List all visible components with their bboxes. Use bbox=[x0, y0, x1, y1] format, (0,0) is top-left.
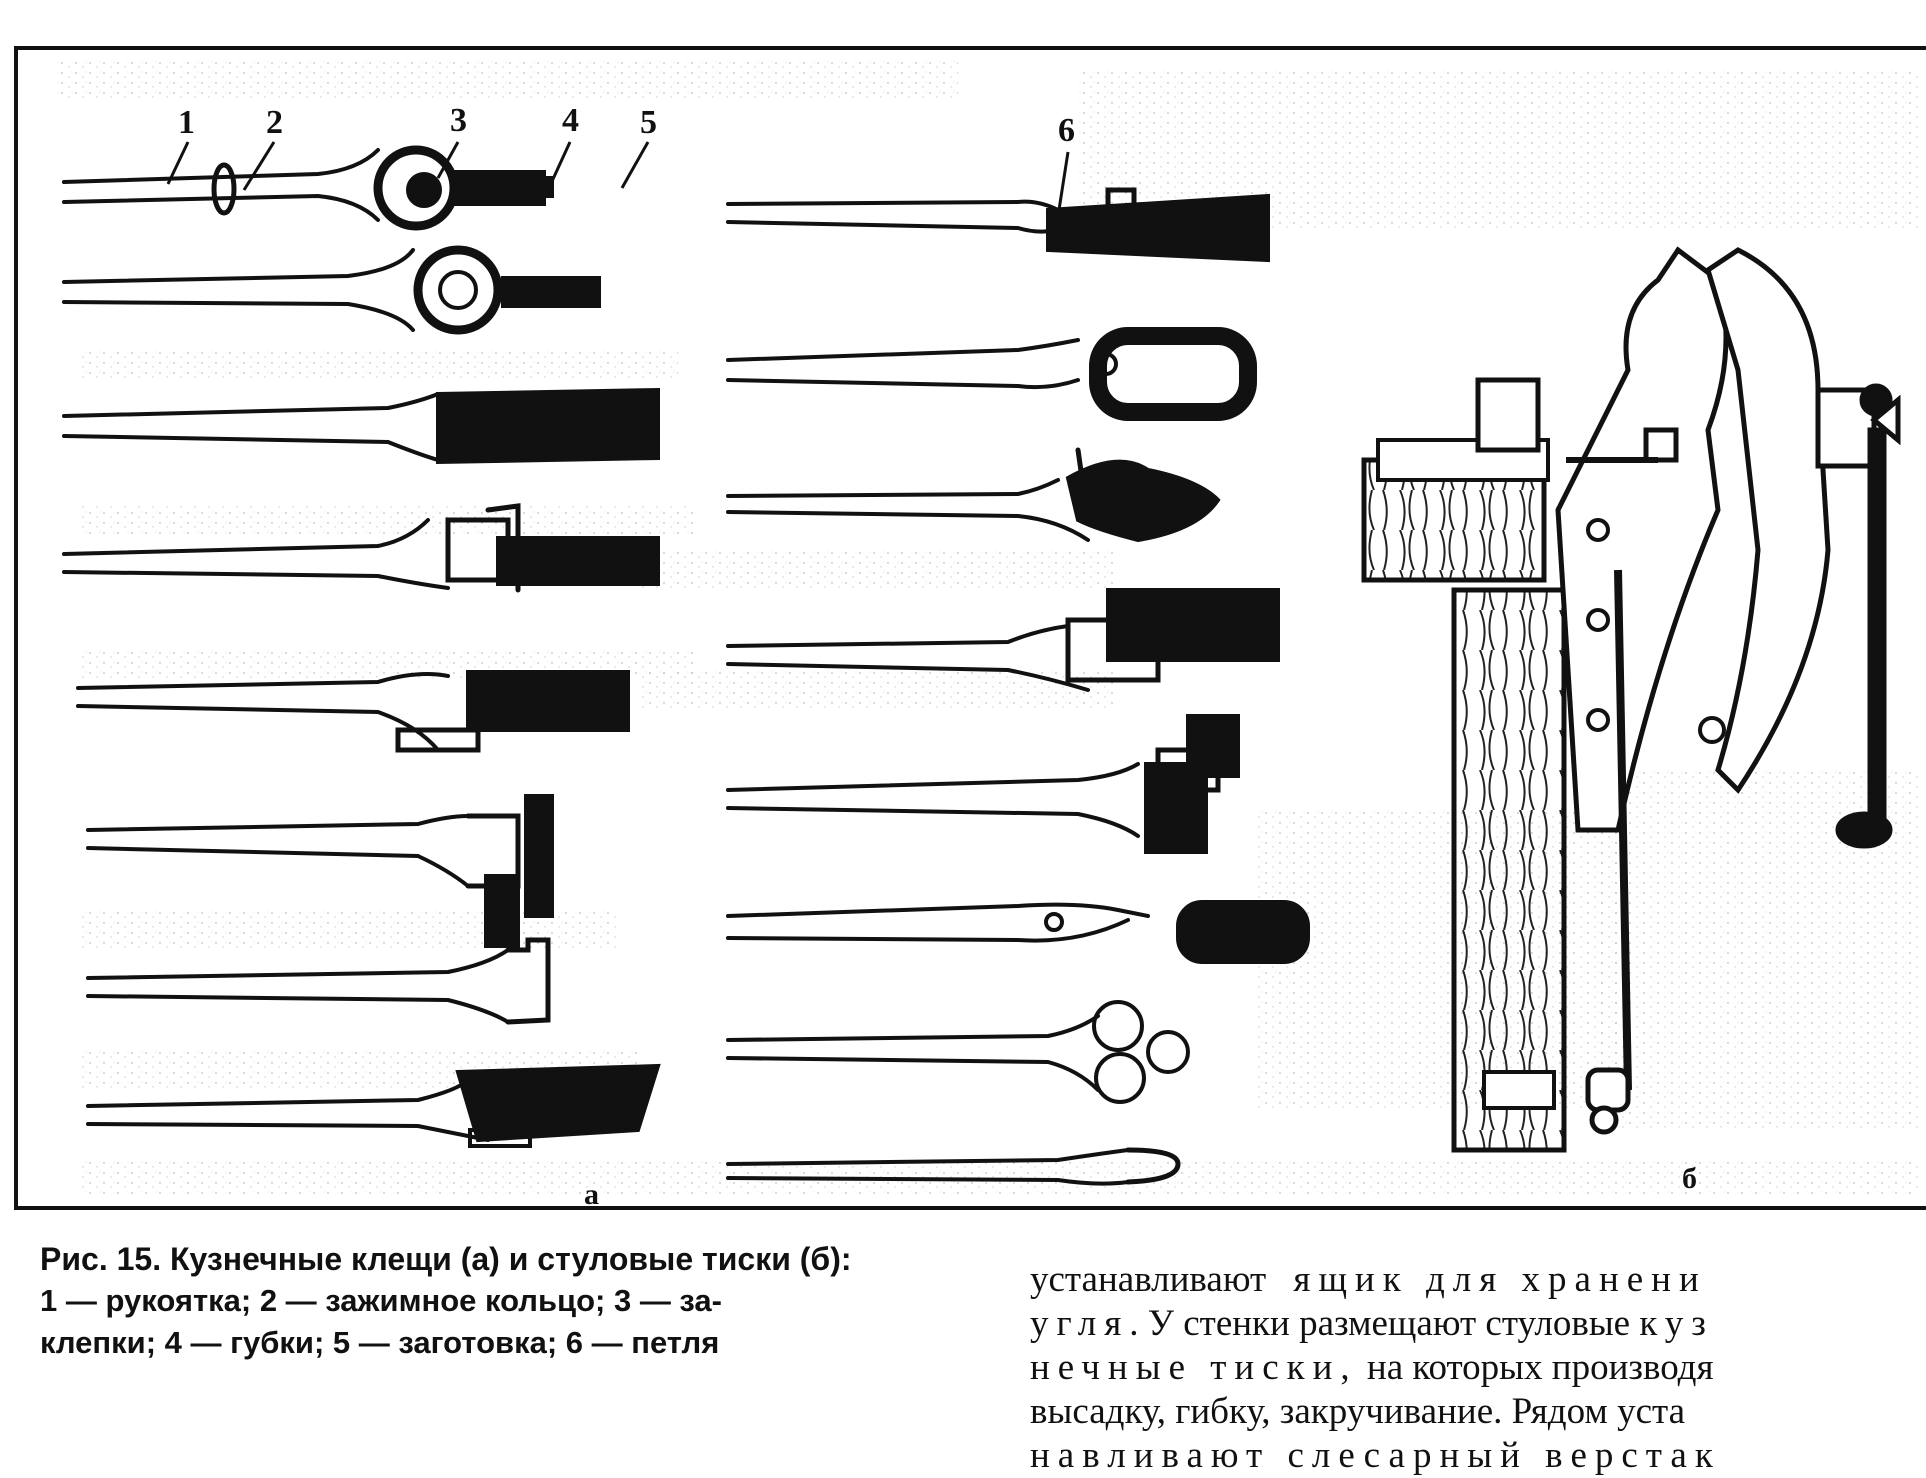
body-line-3: нечные тиски, на которых производя bbox=[1030, 1346, 1926, 1390]
callout-number-6: 6 bbox=[1058, 112, 1075, 149]
tong-4 bbox=[62, 503, 660, 593]
tong-2 bbox=[62, 245, 601, 335]
callout-number-1: 1 bbox=[178, 104, 195, 141]
body-line-2-b: . У стенки размещают стуловые bbox=[1129, 1303, 1631, 1344]
callout-number-4: 4 bbox=[562, 102, 579, 139]
body-line-3-a: нечные тиски, bbox=[1030, 1347, 1358, 1388]
body-line-5: навливают слесарный верстак bbox=[1030, 1435, 1721, 1476]
body-line-1-b: ящик для хранени bbox=[1293, 1259, 1707, 1300]
body-line-1: устанавливают ящик для хранени bbox=[1030, 1258, 1926, 1302]
tong-11 bbox=[726, 447, 1221, 543]
callout-leader-line-6 bbox=[1052, 151, 1070, 243]
body-line-4: высадку, гибку, закручивание. Рядом уста bbox=[1030, 1391, 1686, 1432]
caption-line-3: клепки; 4 — губки; 5 — заготовка; 6 — пе… bbox=[40, 1325, 720, 1360]
tong-9 bbox=[726, 187, 1270, 263]
tong-8 bbox=[86, 1063, 661, 1148]
sub-figure-label-b: б bbox=[1682, 1162, 1697, 1195]
tong-16 bbox=[726, 1147, 1181, 1186]
tongs-middle-column bbox=[726, 187, 1310, 1186]
tong-3 bbox=[62, 387, 660, 465]
body-line-2: угля. У стенки размещают стуловые куз bbox=[1030, 1302, 1926, 1346]
tong-6 bbox=[86, 794, 554, 948]
tong-7 bbox=[86, 937, 551, 1025]
body-line-2-c: куз bbox=[1639, 1303, 1714, 1344]
body-line-3-b: на которых производя bbox=[1357, 1347, 1714, 1388]
tongs-left-column bbox=[62, 145, 661, 1148]
tongs-and-vise-illustration bbox=[58, 60, 1918, 1195]
body-text-column: устанавливают ящик для хранени угля. У с… bbox=[1030, 1258, 1926, 1478]
tong-1 bbox=[62, 145, 554, 231]
post-vise bbox=[1361, 246, 1901, 1153]
caption-line-2: 1 — рукоятка; 2 — зажимное кольцо; 3 — з… bbox=[40, 1283, 722, 1318]
callout-number-3: 3 bbox=[450, 102, 467, 139]
body-line-2-a: угля bbox=[1030, 1303, 1130, 1344]
sub-figure-label-a: а bbox=[584, 1178, 599, 1211]
figure-frame: 1 2 3 4 5 6 а б bbox=[14, 46, 1926, 1211]
tong-5 bbox=[76, 670, 630, 753]
caption-title: Рис. 15. Кузнечные клещи (а) и стуловые … bbox=[40, 1241, 852, 1277]
tong-10 bbox=[726, 327, 1257, 421]
tong-15 bbox=[726, 1000, 1190, 1104]
callout-leader-lines bbox=[166, 141, 650, 191]
body-line-1-a: устанавливают bbox=[1030, 1259, 1267, 1300]
tong-13 bbox=[726, 714, 1240, 854]
figure-caption: Рис. 15. Кузнечные клещи (а) и стуловые … bbox=[40, 1238, 980, 1364]
callout-number-2: 2 bbox=[266, 104, 283, 141]
callout-number-5: 5 bbox=[640, 104, 657, 141]
tong-14 bbox=[726, 900, 1310, 964]
tong-12 bbox=[726, 588, 1280, 692]
